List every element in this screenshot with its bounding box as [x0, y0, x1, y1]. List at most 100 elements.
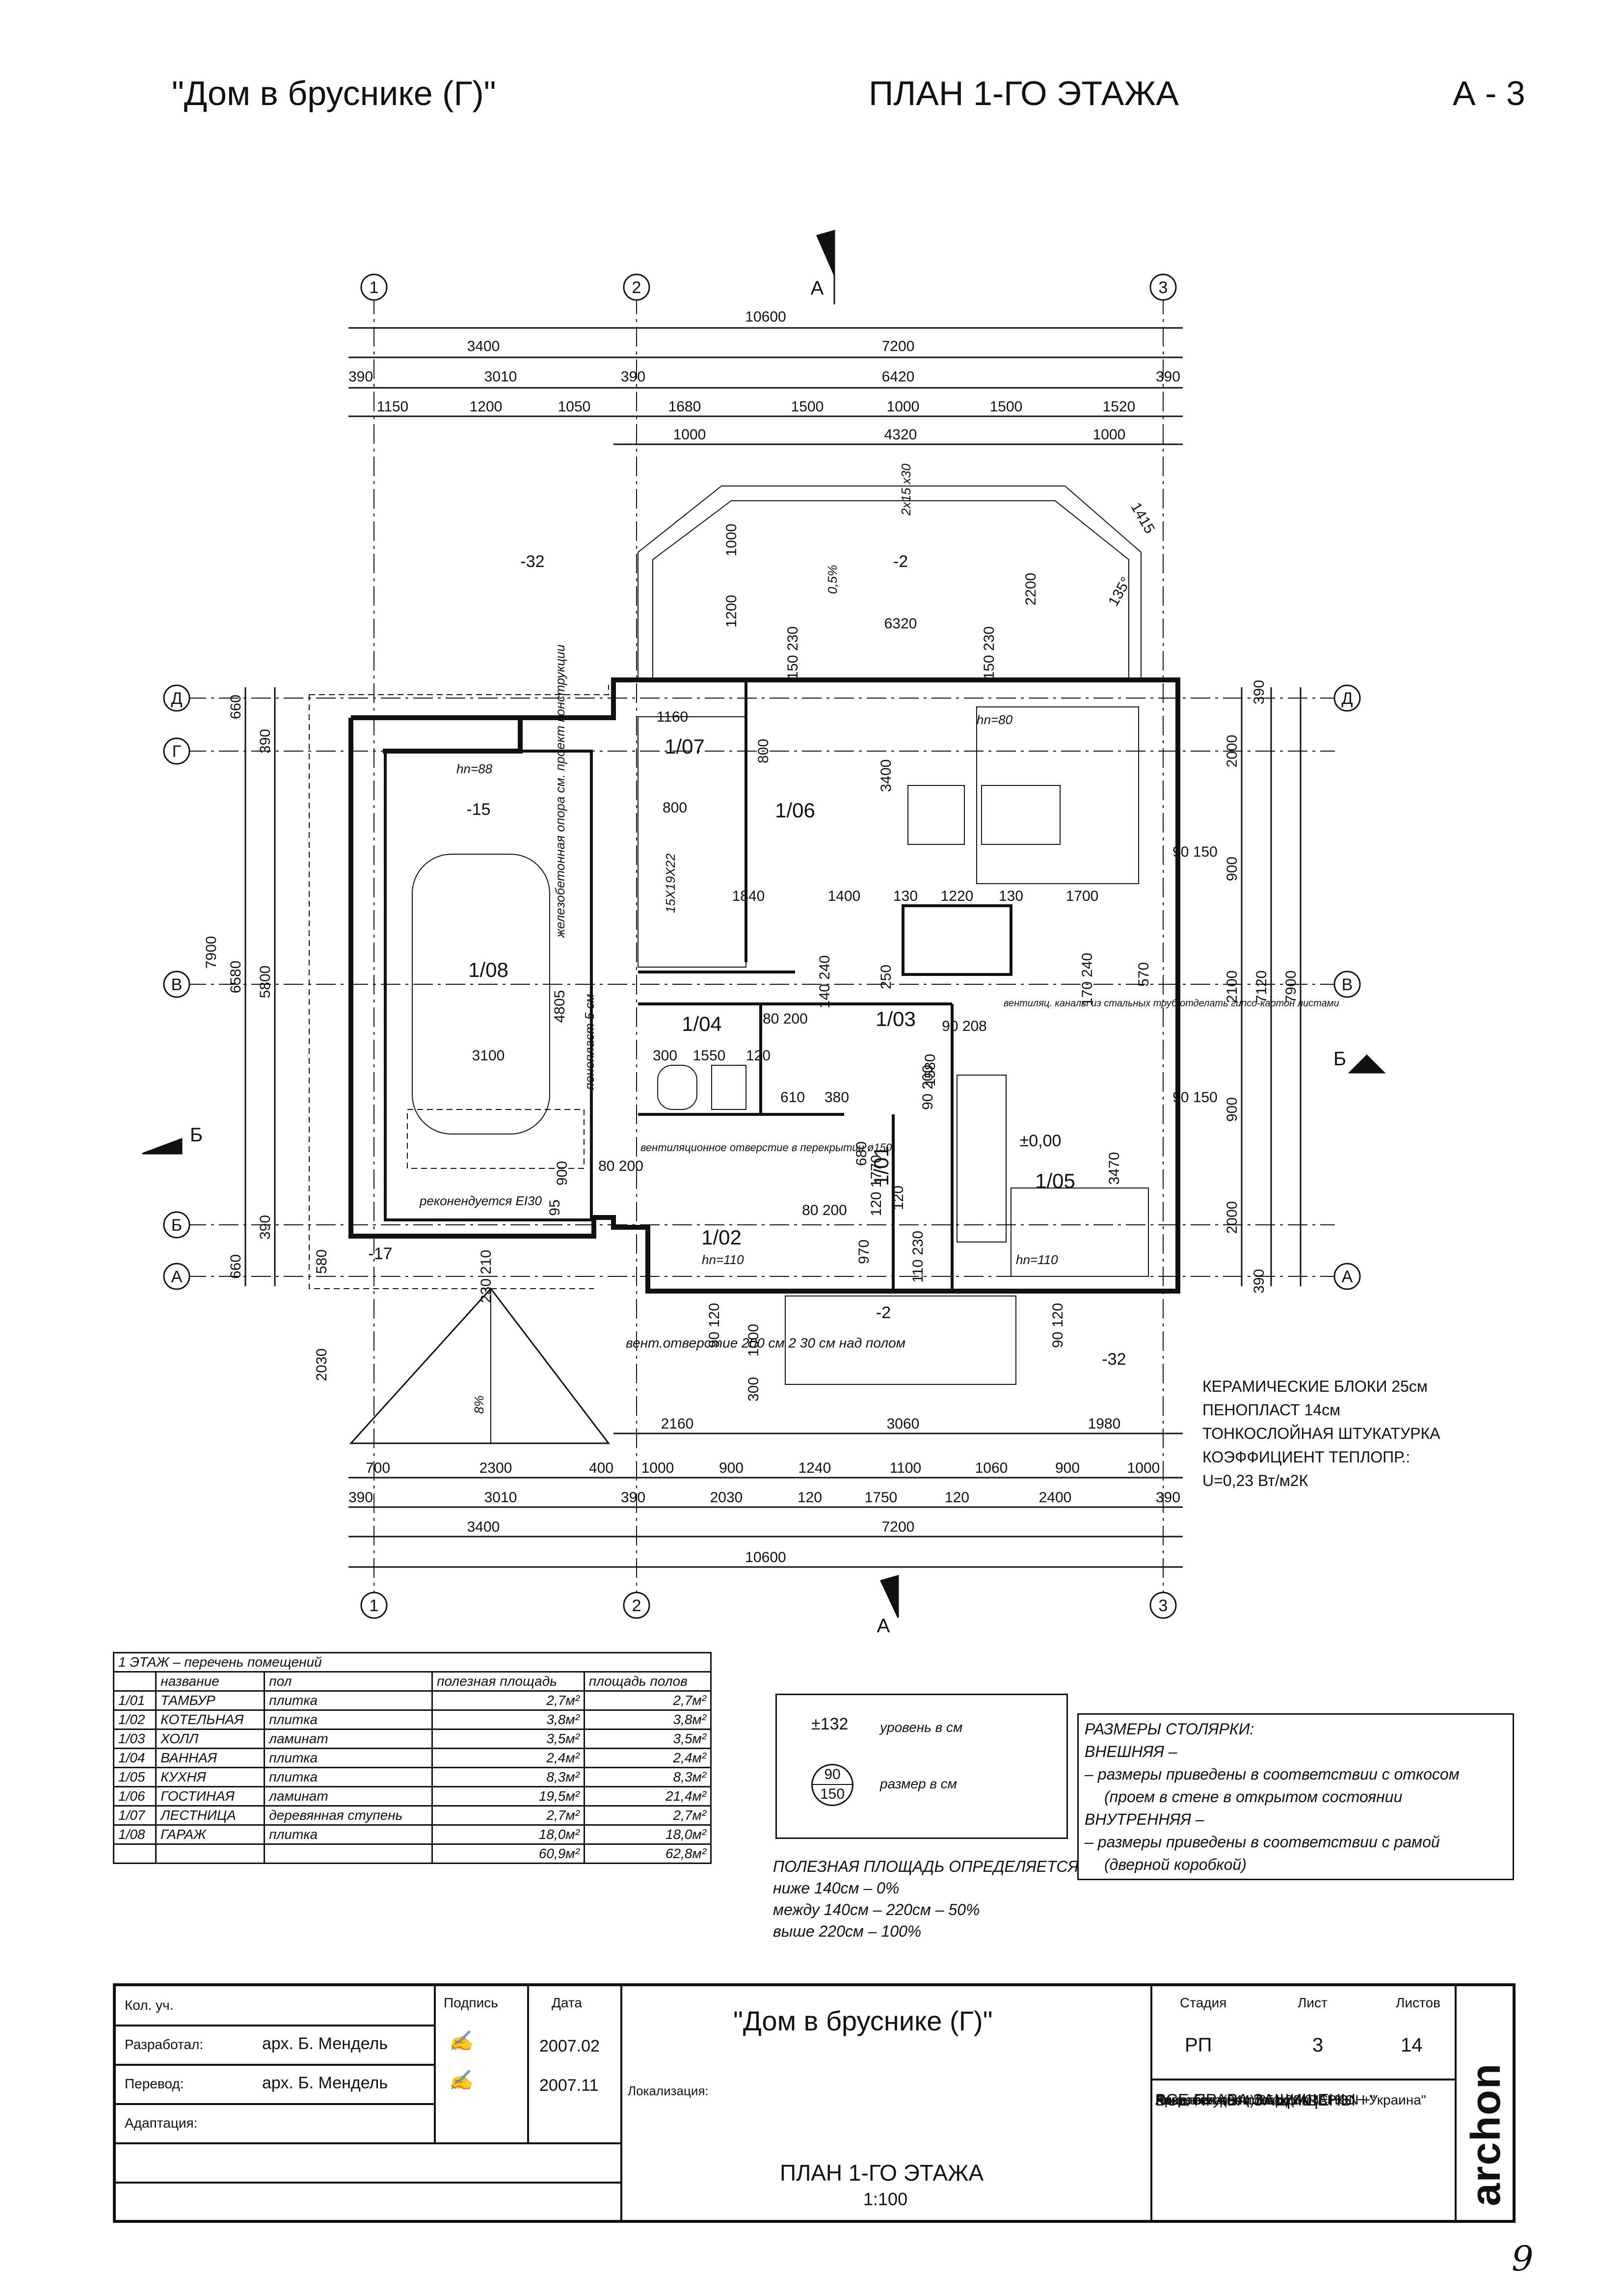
window-90-150-b: 90 150 [1172, 1089, 1218, 1106]
dim-top-1-1: 7200 [882, 338, 915, 354]
col-usable: полезная площадь [431, 1671, 585, 1692]
dim-bot-2-7: 2400 [1039, 1489, 1072, 1506]
rooms-table: 1 ЭТАЖ – перечень помещений название пол… [112, 1652, 712, 1864]
dim-right-4: 7900 [1283, 971, 1299, 1003]
dim-1400: 1400 [828, 888, 861, 904]
dim-bot-1-1: 2300 [479, 1460, 512, 1476]
note-line: выше 220см – 100% [773, 1922, 922, 1940]
note-ei30: реконендуется EI30 [419, 1193, 542, 1208]
dim-right-3: 7120 [1253, 971, 1270, 1003]
cell: плитка [264, 1748, 433, 1768]
cell: 2,7м² [431, 1690, 585, 1711]
dim-800-b: 800 [663, 800, 687, 816]
dim-610: 610 [780, 1089, 805, 1106]
org-line: Архитектурном Бюро "ARCHON +" [1155, 2092, 1376, 2107]
wall-materials: КЕРАМИЧЕСКИЕ БЛОКИ 25см ПЕНОПЛАСТ 14см Т… [1202, 1375, 1440, 1492]
dim-bot-1-4: 900 [719, 1460, 744, 1476]
dim-570: 570 [1136, 962, 1152, 987]
note-line: ниже 140см – 0% [773, 1879, 900, 1897]
cell: 21,4м² [583, 1786, 712, 1807]
dim-bot-2-6: 120 [945, 1489, 969, 1506]
dim-right-8: 390 [1251, 1269, 1267, 1294]
signature-2: ✍ [449, 2069, 473, 2092]
dim-bot-1-0: 700 [366, 1460, 390, 1476]
dim-top-2-4: 390 [1156, 369, 1180, 385]
legend-level-text: уровень в см [880, 1720, 963, 1735]
cell: плитка [264, 1767, 433, 1787]
org-line: Лицензия на проект для "АРХОН Украина" [1155, 2092, 1426, 2107]
dim-right-7: 2000 [1224, 1201, 1240, 1234]
org-line: Киев, тел. (044) 251 26 04 [1155, 2092, 1320, 2107]
axis-col-3: 3 [1159, 278, 1168, 297]
material-line: ПЕНОПЛАСТ 14см [1202, 1401, 1341, 1419]
dim-left-4: 5800 [257, 966, 273, 999]
dim-135deg: 135° [1105, 574, 1135, 609]
window-90-120-a: 90 120 [706, 1303, 722, 1348]
dim-top-3-0: 1150 [377, 399, 409, 415]
cell: 1/02 [112, 1709, 157, 1730]
dim-1840: 1840 [732, 888, 765, 904]
dim-top-3-6: 1500 [990, 399, 1023, 415]
date-1: 2007.02 [539, 2037, 600, 2055]
note-hn80: hn=80 [977, 712, 1013, 727]
dim-bot-1-6: 1100 [890, 1460, 922, 1476]
cell: плитка [264, 1824, 433, 1845]
level-entrance: -2 [876, 1303, 891, 1322]
col-num [112, 1671, 157, 1692]
cell: 2,7м² [583, 1805, 712, 1826]
dim-250: 250 [878, 965, 894, 989]
axis-row-b: Б [171, 1216, 182, 1235]
dim-total-bottom: 10600 [745, 1549, 786, 1566]
dim-1160: 1160 [657, 709, 689, 725]
stamp-project-title: "Дом в бруснике (Г)" [733, 2005, 993, 2036]
dim-680: 680 [853, 1141, 870, 1166]
col-name: название [155, 1671, 266, 1692]
cell: 8,3м² [583, 1767, 712, 1787]
cell: ГАРАЖ [155, 1824, 266, 1845]
room-1-02: 1/02 [701, 1226, 742, 1249]
cell: 2,4м² [583, 1748, 712, 1768]
level-terrace-left: -32 [520, 552, 544, 571]
dim-1415: 1415 [1127, 500, 1158, 536]
dim-110-230: 110 230 [910, 1231, 926, 1283]
dim-top-4-2: 1000 [1093, 427, 1126, 443]
axis-row-a-right: А [1342, 1268, 1353, 1286]
joinery-line: ВНЕШНЯЯ – [1085, 1743, 1177, 1760]
dim-left-8: 2030 [314, 1349, 330, 1381]
door-80-200-a: 80 200 [763, 1011, 808, 1027]
cell: 3,8м² [431, 1709, 585, 1730]
cell: 8,3м² [431, 1767, 585, 1787]
legend-size-top: 90 [813, 1765, 852, 1785]
material-line: КОЭФФИЦИЕНТ ТЕПЛОПР.: [1202, 1448, 1410, 1466]
cell: 18,0м² [431, 1824, 585, 1845]
project-title: "Дом в бруснике (Г)" [172, 74, 496, 112]
material-line: U=0,23 Вт/м2К [1202, 1472, 1308, 1489]
dim-total-top: 10600 [745, 309, 786, 325]
archon-logo: archon [1463, 2062, 1509, 2206]
dim-6320: 6320 [884, 616, 917, 632]
level-terrace: -2 [893, 552, 908, 571]
cell: 1/05 [112, 1767, 157, 1787]
dim-left-3: 6580 [228, 961, 244, 994]
cell: ГОСТИНАЯ [155, 1786, 266, 1807]
symbols-legend: ±132 уровень в см 90 150 размер в см [775, 1694, 1068, 1839]
stamp-localization: Локализация: [628, 2083, 709, 2098]
dim-top-3-3: 1680 [668, 399, 701, 415]
stage-header: Стадия [1180, 1995, 1227, 2010]
cell: 1/01 [112, 1690, 157, 1711]
dim-1700: 1700 [1066, 888, 1099, 904]
window-90-150-a: 90 150 [1172, 844, 1218, 860]
floor-plan-drawing: 1 2 3 1 2 3 Д Г В Б А Д В А 10600 3400 7… [142, 230, 1386, 1637]
dim-top-4-1: 4320 [884, 427, 917, 443]
door-230-210: 230 210 [478, 1250, 494, 1303]
dim-2200: 2200 [1023, 573, 1039, 606]
cell: ХОЛЛ [155, 1729, 266, 1749]
sheet-code: А - 3 [1453, 74, 1525, 112]
dim-top-3-1: 1200 [470, 399, 503, 415]
col-floor-area: площадь полов [583, 1671, 712, 1692]
cell: 1/07 [112, 1805, 157, 1826]
